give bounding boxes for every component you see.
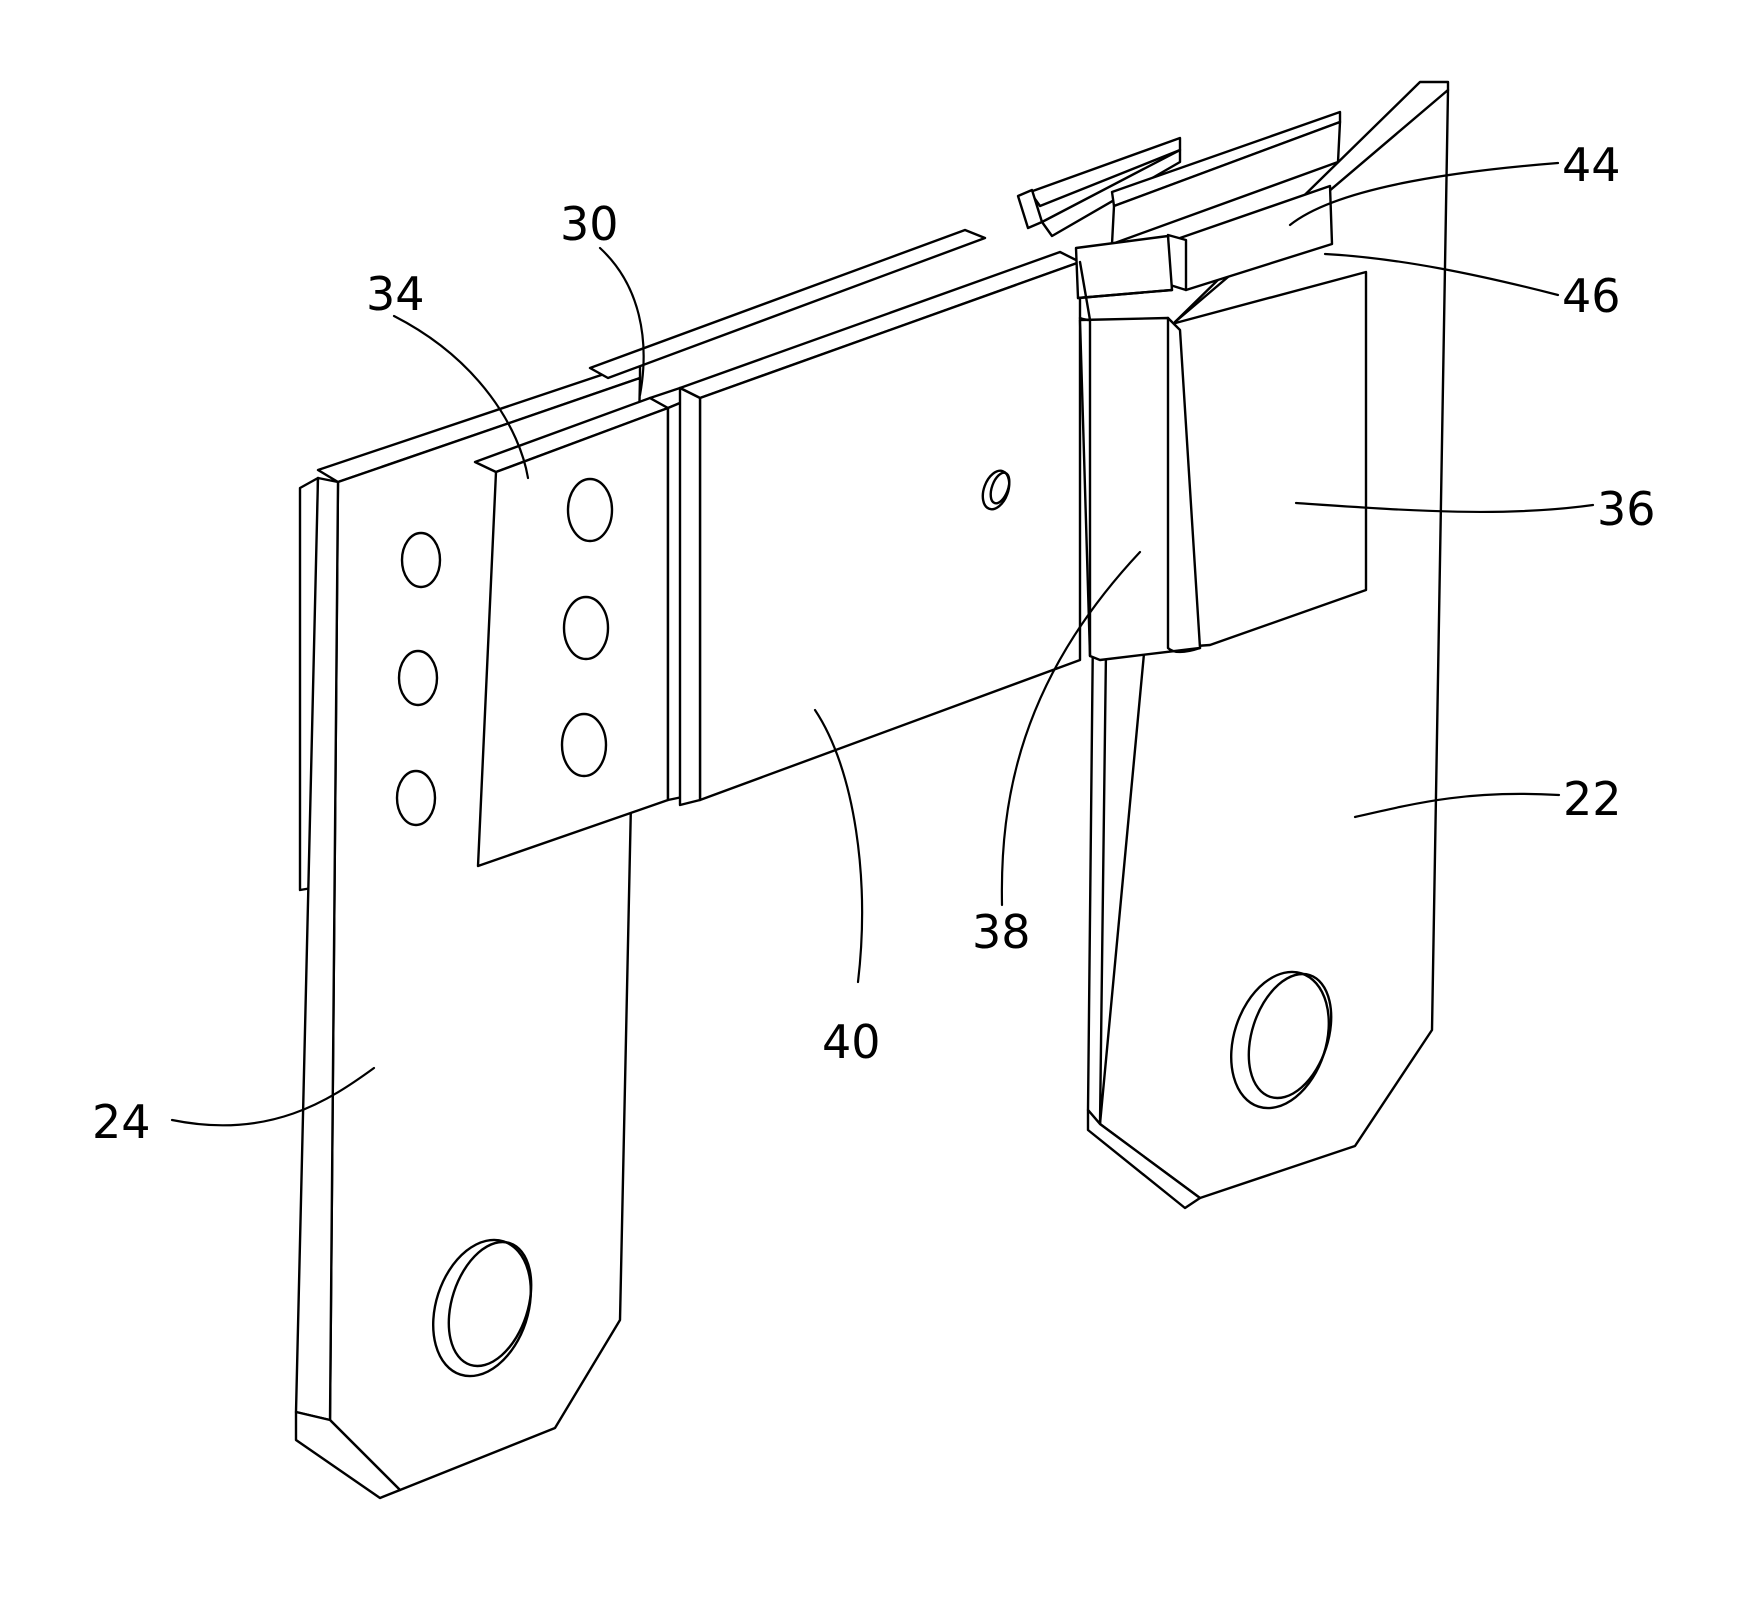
label-44: 44 — [1562, 138, 1621, 192]
label-46: 46 — [1562, 269, 1621, 323]
label-22: 22 — [1563, 772, 1622, 826]
label-34: 34 — [366, 267, 425, 321]
strap-body-40 — [680, 252, 1080, 805]
label-36: 36 — [1597, 482, 1656, 536]
label-38: 38 — [972, 905, 1031, 959]
strap-30 — [475, 388, 692, 866]
label-40: 40 — [822, 1015, 881, 1069]
label-24: 24 — [92, 1095, 151, 1149]
pad-36 — [1168, 272, 1366, 648]
gap-46 — [1076, 236, 1172, 298]
label-30: 30 — [560, 197, 619, 251]
pad-34 — [478, 408, 668, 866]
